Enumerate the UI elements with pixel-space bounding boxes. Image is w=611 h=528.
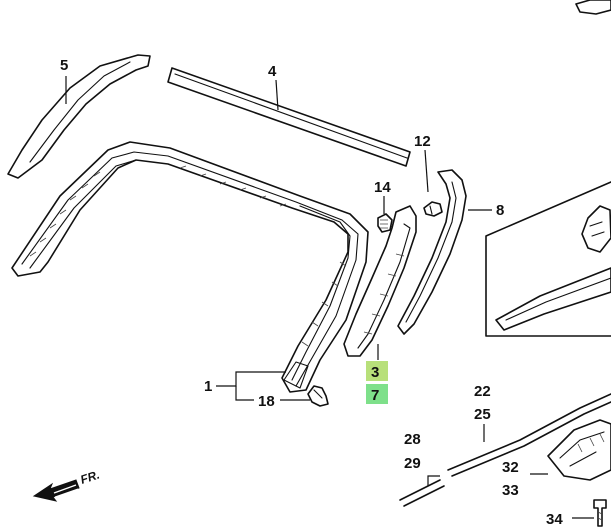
callout-33: 33 (502, 482, 519, 499)
part-12-clip (423, 201, 443, 217)
leader-lines (65, 76, 594, 519)
callout-14: 14 (374, 179, 391, 196)
part-28-29-molding (399, 479, 445, 507)
callout-3: 3 (371, 364, 379, 381)
callout-18: 18 (258, 393, 275, 410)
part-5-pillar-garnish (7, 54, 151, 179)
front-direction-arrow-icon (32, 479, 80, 502)
direction-label: FR. (79, 468, 102, 487)
part-8-trim-strip (397, 169, 467, 335)
part-14-clip (377, 213, 393, 233)
callout-32: 32 (502, 459, 519, 476)
callout-4: 4 (268, 63, 277, 80)
part-22-25-molding (447, 393, 611, 477)
part-1-windshield-frame (11, 141, 369, 393)
callout-8: 8 (496, 202, 504, 219)
part-3-7-pillar-garnish (343, 205, 417, 357)
callout-29: 29 (404, 455, 421, 472)
part-34-bolt (593, 499, 607, 527)
door-detail-inset (485, 181, 611, 337)
callout-34: 34 (546, 511, 563, 528)
callout-28: 28 (404, 431, 421, 448)
part-18-clip (307, 385, 329, 407)
callout-25: 25 (474, 406, 491, 423)
callout-22: 22 (474, 383, 491, 400)
callout-5: 5 (60, 57, 68, 74)
callout-7: 7 (371, 387, 379, 404)
part-32-33-bracket (547, 419, 611, 481)
part-top-right-fragment (575, 0, 611, 15)
part-4-roof-strip (167, 67, 411, 167)
callout-12: 12 (414, 133, 431, 150)
callout-7-highlight (366, 384, 388, 404)
callout-1: 1 (204, 378, 212, 395)
callout-3-highlight (366, 361, 388, 381)
